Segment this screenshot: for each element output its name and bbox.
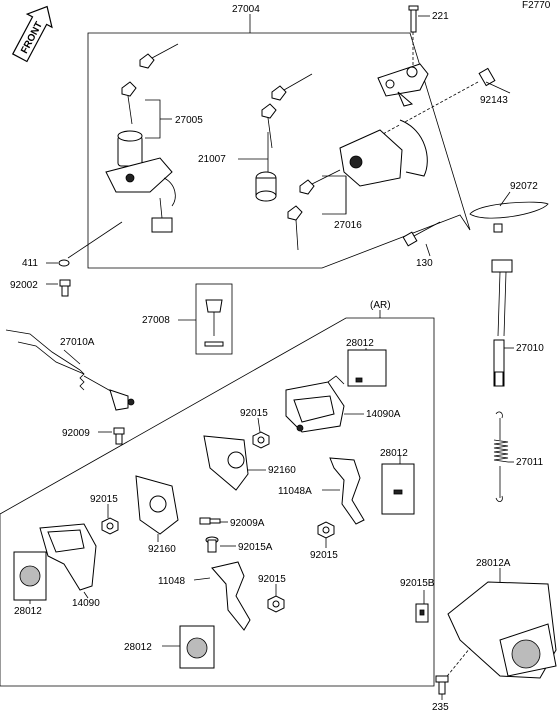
label-27011: 27011: [516, 457, 544, 468]
leader-92015-a: [257, 417, 261, 433]
bracket-27016: [322, 175, 347, 215]
group-box-27004: [87, 32, 471, 269]
label-92015a: 92015A: [238, 542, 273, 553]
bracket-11048a: [329, 457, 365, 525]
collar-92015a: [205, 536, 219, 553]
label-28012a: 28012A: [476, 558, 511, 569]
key-27016-b: [287, 205, 303, 251]
label-92015b: 92015B: [400, 578, 435, 589]
label-ar: (AR): [370, 300, 391, 311]
pin-92143: [478, 67, 496, 87]
label-130: 130: [416, 258, 433, 269]
tie-band-92072: [469, 201, 549, 233]
key-21007-b: [261, 103, 277, 149]
nut-92015-a: [252, 431, 270, 449]
label-92009: 92009: [62, 428, 90, 439]
key-box-27008: [195, 283, 233, 355]
label-28012-c: 28012: [14, 606, 42, 617]
reflector-28012-d: [179, 625, 215, 669]
nut-92015-b: [317, 521, 335, 539]
key-27008: [204, 299, 224, 347]
label-92160-b: 92160: [148, 544, 176, 555]
bracket-11048: [211, 561, 251, 631]
gasket-92160-b: [135, 475, 179, 535]
label-92160-a: 92160: [268, 465, 296, 476]
reflector-28012-b: [381, 463, 415, 515]
leader-11048: [193, 577, 211, 581]
label-92143: 92143: [480, 95, 508, 106]
leader-92143: [485, 81, 511, 94]
label-21007: 21007: [198, 154, 226, 165]
lock-cylinder: [255, 171, 277, 202]
label-14090a: 14090A: [366, 409, 401, 420]
axis-235: [443, 647, 471, 681]
label-27008: 27008: [142, 315, 170, 326]
leader-14090: [83, 591, 89, 599]
spring-27011: [493, 411, 509, 502]
key-27005-b: [121, 81, 137, 125]
nut-92015-d: [267, 595, 285, 613]
label-92072: 92072: [510, 181, 538, 192]
clip-92015b: [415, 603, 429, 623]
label-235: 235: [432, 702, 449, 711]
group-box-ar: [0, 317, 435, 687]
screw-92002: [59, 279, 71, 297]
screw-235: [435, 675, 449, 695]
connector-27010: [491, 259, 513, 387]
label-92015-a: 92015: [240, 408, 268, 419]
label-28012-d: 28012: [124, 642, 152, 653]
label-28012-a: 28012: [346, 338, 374, 349]
leader-130: [425, 243, 431, 257]
lock-bracket: [377, 63, 429, 107]
axis-411: [67, 221, 123, 259]
label-92015-c: 92015: [90, 494, 118, 505]
reflector-housing-28012a: [447, 581, 557, 679]
label-92002: 92002: [10, 280, 38, 291]
key-21007-a: [271, 73, 313, 101]
reflector-28012-a: [347, 349, 387, 387]
bracket-27005: [145, 99, 161, 139]
seat-lock: [339, 119, 428, 187]
screw-92009a: [199, 517, 221, 525]
key-27016-a: [299, 169, 341, 195]
leader-27010a: [63, 349, 81, 365]
nut-92015-c: [101, 517, 119, 535]
ignition-switch: [105, 130, 176, 233]
label-411: 411: [22, 258, 38, 269]
label-27005: 27005: [175, 115, 203, 126]
label-92009a: 92009A: [230, 518, 265, 529]
screw-92009: [113, 427, 125, 445]
label-92015-d: 92015: [258, 574, 286, 585]
gasket-92160-a: [203, 435, 249, 491]
label-27010: 27010: [516, 343, 544, 354]
cable-27010a: [5, 329, 135, 411]
label-27016: 27016: [334, 220, 362, 231]
label-92015-b: 92015: [310, 550, 338, 561]
label-27010a: 27010A: [60, 337, 95, 348]
bracket-14090: [39, 523, 97, 591]
label-27004: 27004: [232, 4, 260, 15]
front-arrow-icon: FRONT: [11, 5, 53, 63]
label-11048a: 11048A: [278, 486, 312, 497]
label-28012-b: 28012: [380, 448, 408, 459]
washer-411: [58, 259, 70, 267]
screw-221: [408, 5, 419, 33]
label-221: 221: [432, 11, 449, 22]
figure-code: F2770: [522, 0, 551, 11]
key-27005-a: [139, 43, 179, 69]
bolt-130: [402, 221, 441, 247]
label-14090: 14090: [72, 598, 100, 609]
bracket-14090a: [285, 375, 345, 433]
label-11048: 11048: [158, 576, 186, 587]
reflector-28012-c: [13, 551, 47, 601]
